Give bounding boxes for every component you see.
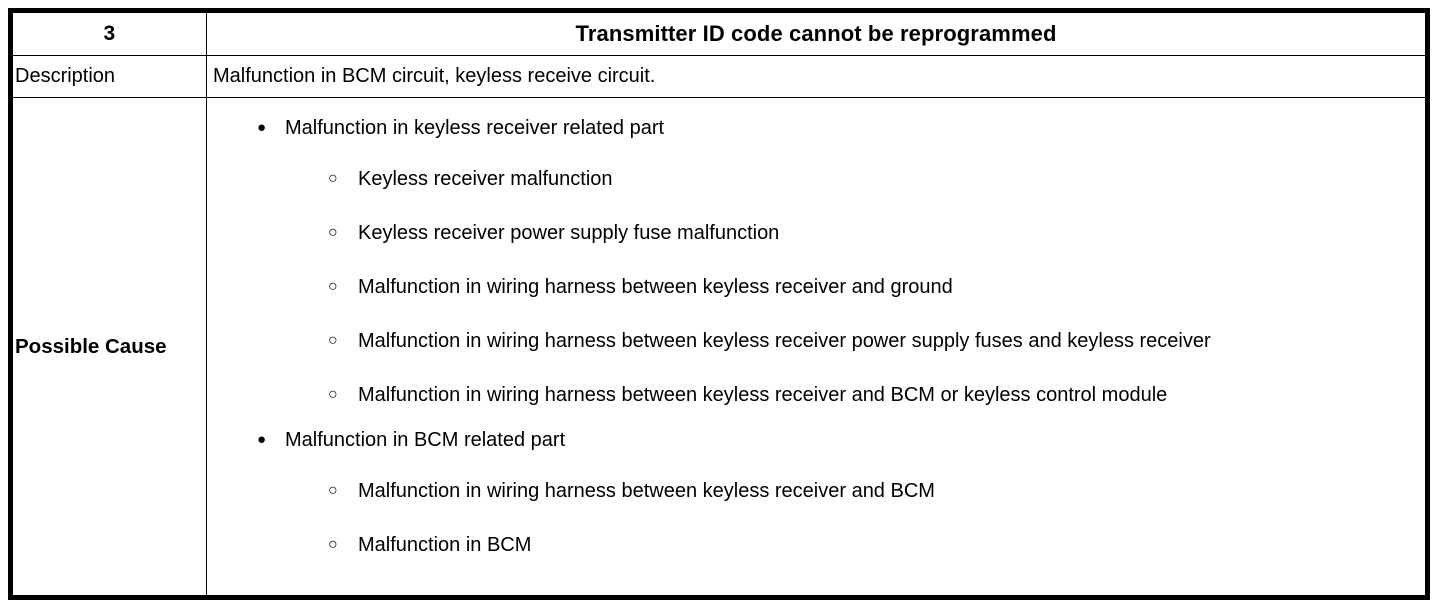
list-item: ○ Keyless receiver power supply fuse mal… (207, 206, 1415, 260)
description-label: Description (12, 55, 207, 98)
hollow-bullet-icon: ○ (328, 536, 338, 553)
table-row-header: 3 Transmitter ID code cannot be reprogra… (12, 12, 1426, 56)
list-item: ● Malfunction in keyless receiver relate… (207, 110, 1415, 146)
list-item-label: Malfunction in BCM related part (285, 429, 566, 451)
list-item-label: Keyless receiver power supply fuse malfu… (358, 222, 780, 244)
hollow-bullet-icon: ○ (328, 170, 338, 187)
list-item-label: Keyless receiver malfunction (358, 168, 613, 190)
list-item: ○ Malfunction in BCM (207, 518, 1415, 572)
list-item: ○ Malfunction in wiring harness between … (207, 368, 1415, 422)
list-item: ○ Malfunction in wiring harness between … (207, 464, 1415, 518)
list-item: ○ Malfunction in wiring harness between … (207, 314, 1415, 368)
hollow-bullet-icon: ○ (328, 482, 338, 499)
fault-id-cell: 3 (12, 12, 207, 56)
list-item-label: Malfunction in wiring harness between ke… (358, 276, 953, 298)
table-row-possible-cause: Possible Cause ● Malfunction in keyless … (12, 97, 1426, 596)
hollow-bullet-icon: ○ (328, 386, 338, 403)
possible-cause-label: Possible Cause (12, 97, 207, 596)
fault-table-grid: 3 Transmitter ID code cannot be reprogra… (12, 12, 1426, 596)
hollow-bullet-icon: ○ (328, 332, 338, 349)
possible-cause-value: ● Malfunction in keyless receiver relate… (206, 97, 1426, 596)
table-row-description: Description Malfunction in BCM circuit, … (12, 55, 1426, 98)
list-item: ● Malfunction in BCM related part (207, 422, 1415, 458)
description-value: Malfunction in BCM circuit, keyless rece… (206, 55, 1426, 98)
diagnostic-fault-table: 3 Transmitter ID code cannot be reprogra… (8, 8, 1430, 600)
list-item: ○ Malfunction in wiring harness between … (207, 260, 1415, 314)
possible-cause-list: ● Malfunction in keyless receiver relate… (207, 98, 1425, 580)
fault-title-cell: Transmitter ID code cannot be reprogramm… (206, 12, 1426, 56)
list-item-label: Malfunction in keyless receiver related … (285, 117, 665, 139)
filled-bullet-icon: ● (257, 119, 267, 136)
list-item-label: Malfunction in wiring harness between ke… (358, 480, 935, 502)
list-item-label: Malfunction in wiring harness between ke… (358, 384, 1168, 406)
list-item-label: Malfunction in BCM (358, 534, 532, 556)
list-item-label: Malfunction in wiring harness between ke… (358, 330, 1211, 352)
hollow-bullet-icon: ○ (328, 278, 338, 295)
hollow-bullet-icon: ○ (328, 224, 338, 241)
list-item: ○ Keyless receiver malfunction (207, 152, 1415, 206)
filled-bullet-icon: ● (257, 431, 267, 448)
